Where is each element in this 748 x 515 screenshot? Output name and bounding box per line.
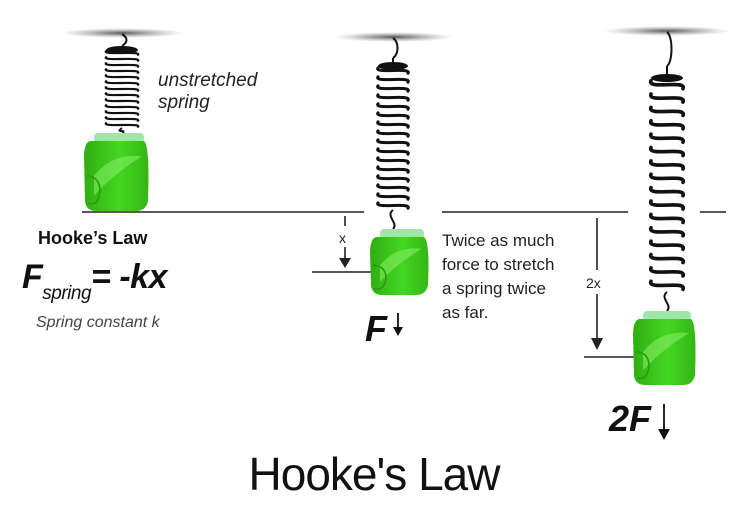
unstretched-spring-label: unstretched spring	[158, 70, 258, 113]
spring-constant-label: Spring constant k	[36, 314, 160, 331]
ceiling-shadow-3	[603, 26, 731, 36]
formula-rest: = -kx	[91, 258, 167, 296]
ceiling-shadow-1	[60, 28, 184, 38]
force-label-1: F	[365, 308, 387, 349]
spring-stretched-2x	[649, 31, 685, 312]
formula-subscript: spring	[42, 283, 92, 304]
ceiling-shadow-2	[334, 32, 454, 42]
2x-dimension-arrow	[591, 218, 603, 350]
spring-unstretched	[104, 33, 140, 135]
mass-block-2	[370, 229, 429, 295]
force-arrow-1	[393, 313, 403, 336]
twice-force-explanation: Twice as much force to stretch a spring …	[442, 231, 555, 322]
spring-stretched-x	[376, 37, 410, 230]
force-arrow-2	[658, 404, 670, 440]
extension-2x-label: 2x	[586, 275, 601, 291]
formula-force-symbol: F	[22, 258, 43, 296]
mass-block-1	[84, 133, 149, 211]
x-dimension-arrow	[339, 216, 351, 268]
hookes-formula: Fspring= -kx	[22, 258, 167, 305]
mass-block-3	[633, 311, 696, 385]
extension-x-label: x	[339, 230, 346, 246]
page-title: Hooke's Law	[248, 448, 501, 500]
law-heading: Hooke’s Law	[38, 228, 148, 248]
force-label-2: 2F	[609, 398, 652, 439]
